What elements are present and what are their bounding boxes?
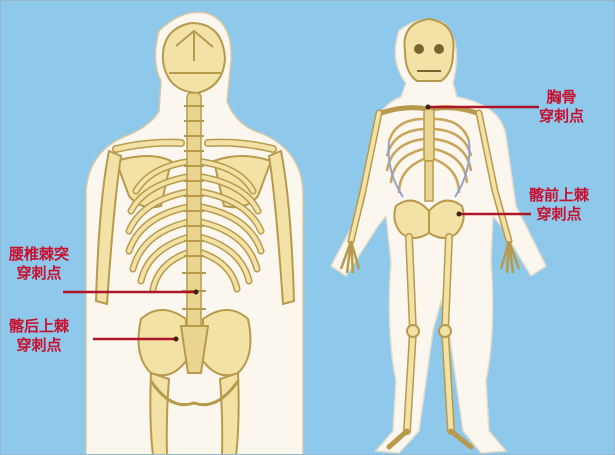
label-posterior-iliac-puncture: 髂后上棘 穿刺点 <box>9 317 69 355</box>
label-anterior-iliac-puncture: 髂前上棘 穿刺点 <box>529 186 589 224</box>
label-anterior-iliac-line1: 髂前上棘 <box>529 186 589 205</box>
label-sternum-puncture: 胸骨 穿刺点 <box>539 88 584 126</box>
label-posterior-iliac-line2: 穿刺点 <box>9 336 69 355</box>
front-view-figure <box>331 19 546 453</box>
label-sternum-line1: 胸骨 <box>539 88 584 107</box>
label-sternum-line2: 穿刺点 <box>539 107 584 126</box>
label-lumbar-line1: 腰椎棘突 <box>9 245 69 264</box>
label-anterior-iliac-line2: 穿刺点 <box>529 205 589 224</box>
label-posterior-iliac-line1: 髂后上棘 <box>9 317 69 336</box>
sternum-bone <box>424 109 434 161</box>
label-lumbar-line2: 穿刺点 <box>9 264 69 283</box>
back-view-figure <box>86 12 303 455</box>
label-lumbar-puncture: 腰椎棘突 穿刺点 <box>9 245 69 283</box>
